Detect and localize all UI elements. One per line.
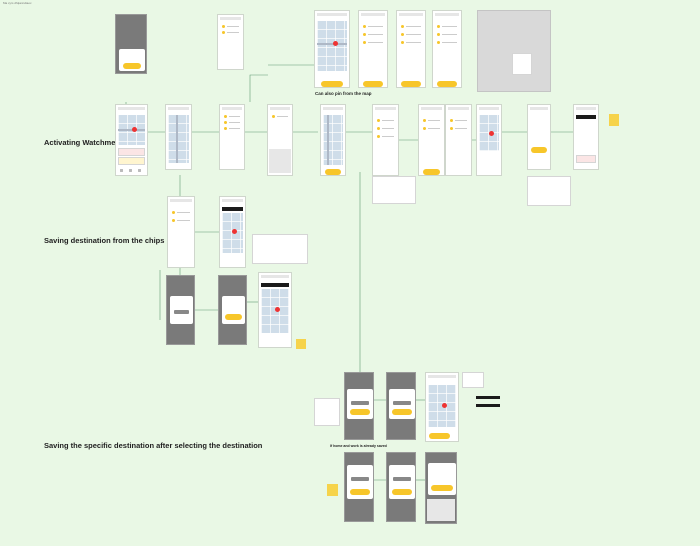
phone-chip-saved-map: [258, 272, 292, 348]
phone-saved-home-work-2: [386, 452, 416, 522]
phone-chip-dialog-2: [218, 275, 247, 345]
phone-search-list-top: [217, 14, 244, 70]
activation-dialog: [119, 49, 145, 71]
legend-card-2: [527, 176, 571, 206]
annotation-home-work-saved: If home and work is already saved: [330, 444, 387, 448]
sticky-note-2: [296, 339, 306, 349]
sticky-note-3: [327, 484, 338, 496]
route-map[interactable]: [323, 115, 343, 165]
toast-1: [476, 396, 500, 399]
route-confirm-button[interactable]: [325, 169, 341, 175]
home-map[interactable]: [118, 115, 145, 145]
phone-destinations-3: [432, 10, 462, 88]
placeholder-panel: [477, 10, 551, 92]
phone-route-map: [320, 104, 346, 176]
phone-chip-dialog-1: [166, 275, 195, 345]
phone-options-2: [418, 104, 445, 176]
chip-states-card: [314, 398, 340, 426]
chips-map[interactable]: [168, 115, 189, 163]
annotation-pin-from-map: Can also pin from the map: [315, 91, 372, 96]
toggle-states-card: [462, 372, 484, 388]
phone-new-destination-2: [386, 372, 416, 440]
section-label-saving-chips: Saving destination from the chips: [44, 236, 165, 245]
confirm-pin-button[interactable]: [321, 81, 343, 87]
toast-2: [476, 404, 500, 407]
phone-options-3: [445, 104, 472, 176]
phone-chips-list: [167, 196, 195, 268]
chip-options-card: [252, 234, 308, 264]
phone-pin-map: [314, 10, 350, 88]
sticky-note-1: [609, 114, 619, 126]
phone-home-map: [115, 104, 148, 176]
phone-map-chips: [165, 104, 192, 170]
section-label-activating: Activating Watchmeover: [44, 138, 132, 147]
phone-destinations-2: [396, 10, 426, 88]
phone-chips-map: [219, 196, 246, 268]
save-button[interactable]: [531, 147, 547, 153]
phone-new-destination-1: [344, 372, 374, 440]
activation-dialog-button[interactable]: [123, 63, 141, 69]
canvas-top-label: Ma xyrs dfqtanndiaox: [3, 1, 32, 5]
alert-card-2[interactable]: [118, 157, 145, 165]
phone-new-destination-map: [425, 372, 459, 442]
phone-typing: [267, 104, 293, 176]
section-label-saving-specific: Saving the specific destination after se…: [44, 441, 263, 450]
phone-saved: [573, 104, 599, 170]
phone-save-question: [527, 104, 551, 170]
keyboard[interactable]: [269, 149, 291, 173]
phone-saved-home-work-3: [425, 452, 457, 524]
phone-destination-list: [219, 104, 245, 170]
phone-options-1: [372, 104, 399, 176]
alert-card-1[interactable]: [118, 148, 145, 156]
legend-card-1: [372, 176, 416, 204]
phone-route-select: [476, 104, 502, 176]
pin-map[interactable]: [317, 21, 347, 71]
phone-first-activation-dark: [115, 14, 147, 74]
phone-destinations-1: [358, 10, 388, 88]
phone-saved-home-work-1: [344, 452, 374, 522]
